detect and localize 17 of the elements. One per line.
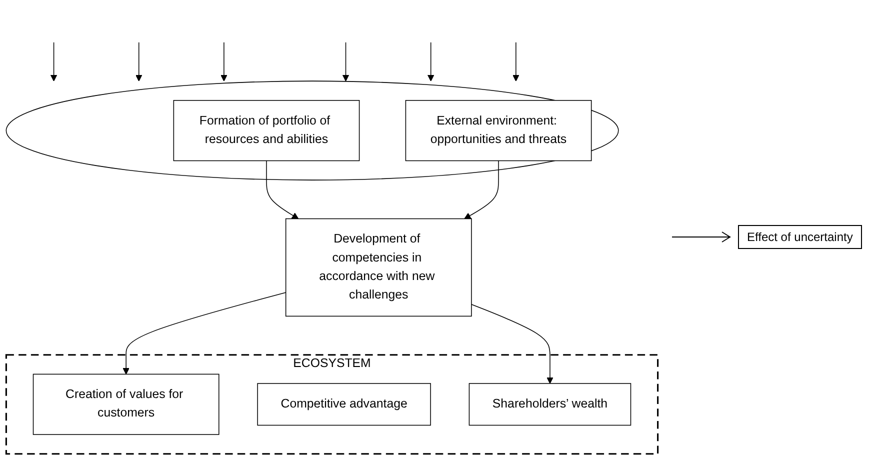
arrow [266,160,299,220]
node-box: Competitive advantage [257,384,431,426]
arrow [220,42,228,82]
arrow [427,42,434,82]
arrow [135,42,142,82]
node-box: External environment: opportunities and threats [405,100,592,162]
legend-label: Effect of uncertainty [738,225,862,249]
node-box: Shareholders’ wealth [468,384,632,426]
node-box: Formation of portfolio of resources and abilities [173,100,360,162]
node-box: Development of competencies in accordance with new challenges [285,218,472,318]
arrow [122,292,286,375]
arrow [512,42,520,82]
node-box: Creation of values for customers [32,374,220,436]
arrow [464,160,499,220]
arrow [50,42,58,82]
arrow [471,304,554,384]
arrow [342,42,350,82]
